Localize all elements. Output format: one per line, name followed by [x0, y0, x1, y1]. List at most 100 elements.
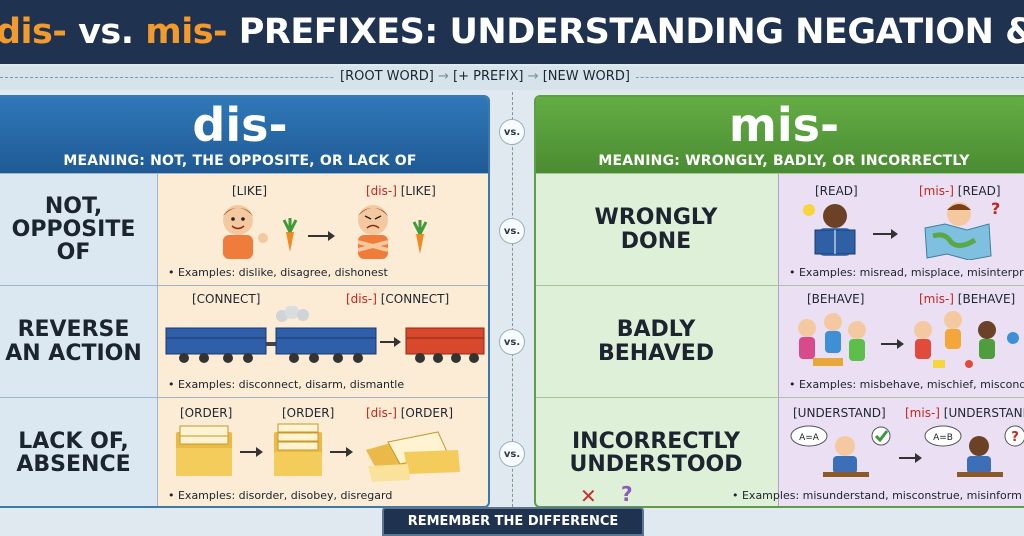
- dis-header: dis- MEANING: NOT, THE OPPOSITE, OR LACK…: [0, 97, 488, 173]
- base-word: [BEHAVE]: [807, 292, 865, 306]
- folders-illustration: [176, 423, 460, 482]
- dis-row-not: NOT,OPPOSITE OF [LIKE] [dis-] [LIKE] • E…: [0, 173, 488, 285]
- smoke-icon: [276, 306, 309, 322]
- dis-row-lack: LACK OF,ABSENCE [ORDER] [ORDER] [dis-] […: [0, 397, 488, 506]
- prefixed-word: [mis-] [READ]: [919, 184, 1001, 198]
- scene-read: [READ] [mis-] [READ] ? • Examples: misre…: [778, 174, 1024, 285]
- examples-text: • Examples: misbehave, mischief, miscond…: [789, 378, 1024, 391]
- formula: [ROOT WORD] → [+ PREFIX] → [NEW WORD]: [334, 69, 636, 84]
- arrow-icon: →: [527, 69, 539, 84]
- scene-connect: [CONNECT] [dis-] [CONNECT] • Examples: d…: [157, 286, 488, 397]
- kids-icon: [798, 313, 866, 366]
- examples-text: • Examples: disconnect, disarm, dismantl…: [168, 378, 405, 391]
- question-icon: ?: [1004, 425, 1024, 447]
- question-icon: ?: [991, 200, 1000, 218]
- arrow-icon: [308, 231, 335, 241]
- scene-behave: [BEHAVE] [mis-] [BEHAVE] • Examples: mis…: [778, 286, 1024, 397]
- train-car-icon: [405, 327, 485, 363]
- dis-meaning: MEANING: NOT, THE OPPOSITE, OR LACK OF: [63, 153, 417, 169]
- dis-prefix-heading: dis-: [192, 98, 288, 152]
- vs-badge: vs.: [499, 119, 525, 145]
- title-bar: dis- vs. mis- PREFIXES: UNDERSTANDING NE…: [0, 0, 1024, 64]
- mis-meaning: MEANING: WRONGLY, BADLY, OR INCORRECTLY: [598, 153, 970, 169]
- base-word-2: [ORDER]: [282, 406, 335, 420]
- arrow-icon: [899, 453, 922, 463]
- boy-carrot-illustration: [223, 205, 428, 259]
- vs-badge: vs.: [499, 218, 525, 244]
- boy-icon: [223, 205, 268, 259]
- book-icon: [814, 229, 856, 255]
- understand-illustration: A=A A=B ?: [790, 425, 1024, 477]
- arrow-icon: →: [437, 69, 449, 84]
- scene-order: [ORDER] [ORDER] [dis-] [ORDER] • Example…: [157, 398, 488, 506]
- title-rest: PREFIXES: UNDERSTANDING NEGATION & ERROR: [238, 12, 1024, 52]
- examples-text: • Examples: disorder, disobey, disregard: [168, 489, 393, 502]
- carrot-icon: [412, 220, 428, 254]
- carrot-icon: [282, 218, 298, 252]
- svg-text:A=A: A=A: [799, 433, 820, 443]
- remember-banner: REMEMBER THE DIFFERENCE: [382, 507, 644, 536]
- prefixed-word: [dis-] [ORDER]: [366, 406, 454, 420]
- messy-papers-icon: [366, 431, 460, 482]
- scene-understand: [UNDERSTAND] [mis-] [UNDERSTAND] A=A A=B…: [778, 398, 1024, 506]
- row-label: NOT,OPPOSITE OF: [11, 193, 136, 266]
- base-word: [LIKE]: [232, 184, 268, 198]
- formula-root: [ROOT WORD]: [340, 69, 434, 84]
- vs-badge: vs.: [499, 329, 525, 355]
- speech-bubble-icon: A=A: [790, 425, 828, 447]
- base-word: [UNDERSTAND]: [793, 406, 886, 420]
- svg-text:?: ?: [1011, 430, 1019, 445]
- arrow-icon: [240, 447, 263, 457]
- arrow-icon: [873, 229, 898, 239]
- title-mis: mis-: [145, 12, 228, 52]
- prefixed-word: [dis-] [CONNECT]: [346, 292, 450, 306]
- arrow-icon: [380, 337, 401, 347]
- prefixed-word: [mis-] [UNDERSTAND]: [905, 406, 1024, 420]
- lightbulb-icon: [803, 204, 815, 216]
- row-label: LACK OF,ABSENCE: [16, 428, 131, 477]
- train-car-icon: [275, 327, 377, 363]
- base-word: [READ]: [815, 184, 858, 198]
- boy-icon: [947, 202, 971, 226]
- formula-plus: [+ PREFIX]: [453, 69, 524, 84]
- base-word: [CONNECT]: [192, 292, 261, 306]
- examples-text: • Examples: misread, misplace, misinterp…: [789, 266, 1024, 279]
- base-word: [ORDER]: [180, 406, 233, 420]
- svg-text:?: ?: [991, 200, 1000, 218]
- center-divider: [512, 92, 513, 512]
- map-icon: [924, 223, 992, 260]
- formula-row: [ROOT WORD] → [+ PREFIX] → [NEW WORD]: [0, 66, 1024, 90]
- cross-icon: ✕: [580, 484, 597, 508]
- examples-text: • Examples: dislike, disagree, dishonest: [168, 266, 388, 279]
- arrow-icon: [330, 447, 353, 457]
- formula-new: [NEW WORD]: [542, 69, 630, 84]
- student-icon: [823, 436, 869, 477]
- mis-panel: mis- MEANING: WRONGLY, BADLY, OR INCORRE…: [534, 95, 1024, 508]
- prefixed-word: [dis-] [LIKE]: [366, 184, 436, 198]
- scene-like: [LIKE] [dis-] [LIKE] • Examples: dislike…: [157, 174, 488, 285]
- folder-icon: [176, 425, 232, 476]
- boy-icon: [357, 205, 389, 259]
- folder-icon: [274, 423, 322, 476]
- title-vs: vs.: [66, 12, 146, 52]
- title-dis: dis-: [0, 12, 67, 52]
- prefixed-word: [mis-] [BEHAVE]: [919, 292, 1016, 306]
- student-icon: [957, 436, 1003, 477]
- mis-header: mis- MEANING: WRONGLY, BADLY, OR INCORRE…: [536, 97, 1024, 173]
- dis-panel: dis- MEANING: NOT, THE OPPOSITE, OR LACK…: [0, 95, 490, 508]
- train-illustration: [165, 306, 485, 363]
- train-car-icon: [165, 327, 267, 363]
- check-icon: [871, 426, 891, 446]
- question-icon: ?: [621, 482, 633, 506]
- vs-badge: vs.: [499, 441, 525, 467]
- kids-illustration: [798, 311, 1019, 368]
- mis-prefix-heading: mis-: [728, 98, 840, 152]
